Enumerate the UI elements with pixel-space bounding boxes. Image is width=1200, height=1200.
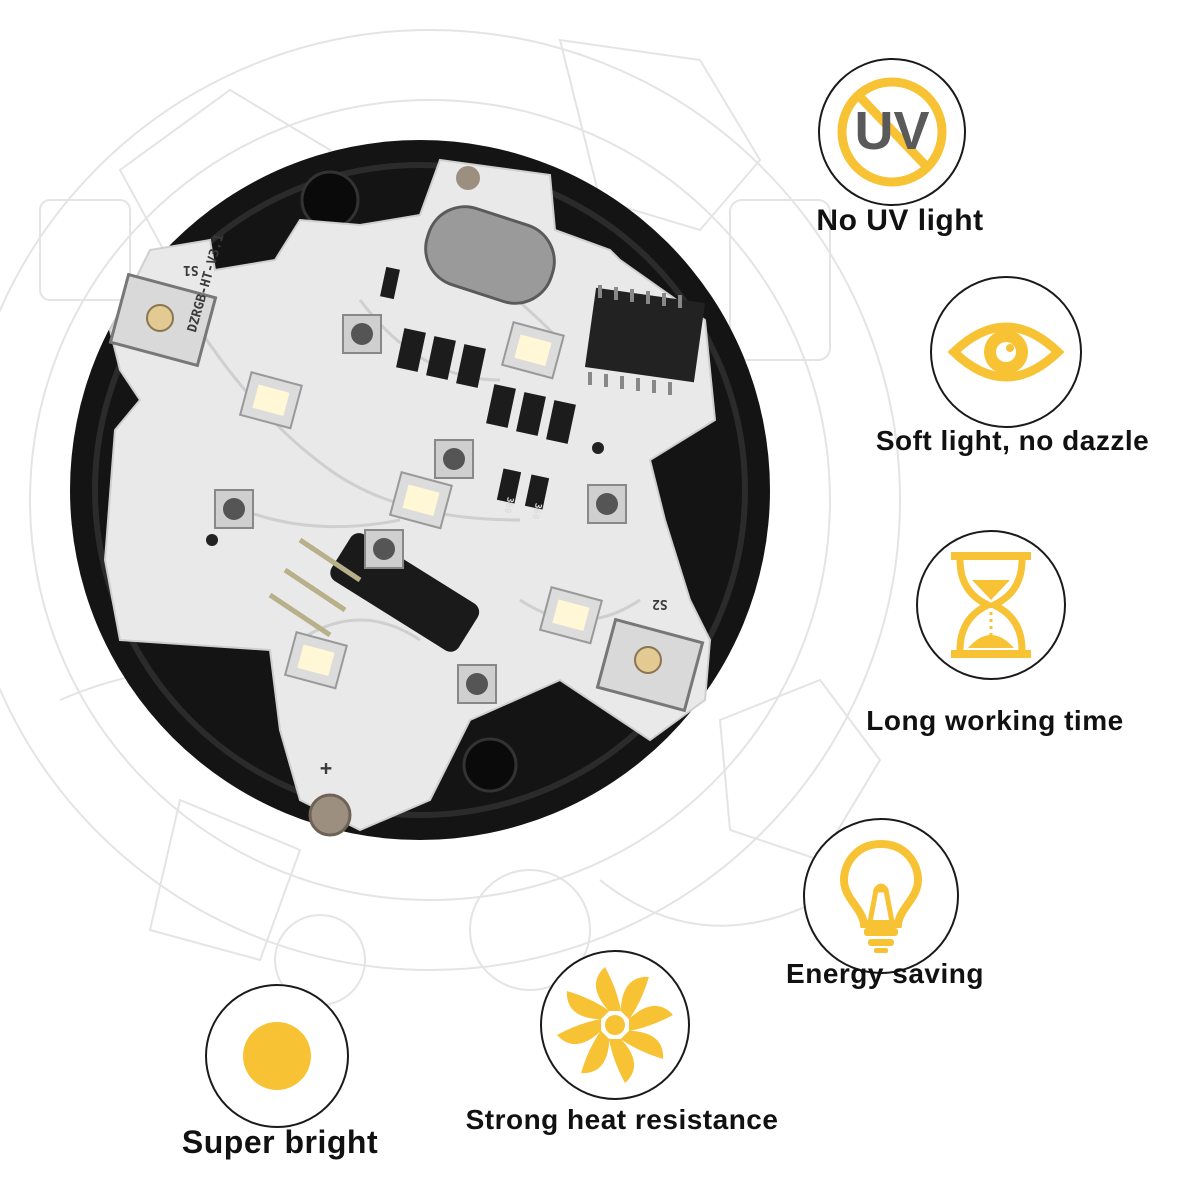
mounting-hole-bottom <box>462 737 518 793</box>
mounting-hole-top <box>300 170 360 230</box>
ic-chip <box>584 287 706 383</box>
no-uv-icon <box>837 77 947 187</box>
no-uv-icon-text: UV <box>854 101 930 161</box>
feature-label-super-bright: Super bright <box>181 1124 379 1160</box>
feature-eye-circle <box>930 276 1082 428</box>
eye-icon <box>947 322 1065 382</box>
heat-fan-icon <box>557 967 673 1083</box>
feature-label-soft-light: Soft light, no dazzle <box>875 425 1150 456</box>
tactile-switch-s1 <box>108 272 218 368</box>
crystal-oscillator <box>424 205 556 305</box>
smd-components <box>380 266 576 510</box>
switch-label-s1: S1 <box>183 262 199 277</box>
hourglass-icon <box>951 552 1031 658</box>
feature-heat-circle <box>540 950 690 1100</box>
rgb-leds <box>214 314 627 704</box>
lightbulb-icon <box>839 839 923 953</box>
solder-point-top <box>456 166 480 190</box>
polarity-mark: + <box>320 756 333 780</box>
feature-bright-circle <box>205 984 349 1128</box>
feature-bulb-circle <box>803 818 959 974</box>
via-hole-right <box>592 442 604 454</box>
feature-label-energy-saving: Energy saving <box>786 958 984 989</box>
housing-inner-ring <box>92 162 748 818</box>
feature-label-no-uv: No UV light <box>816 204 984 237</box>
feature-label-heat-resistance: Strong heat resistance <box>465 1104 779 1135</box>
sun-dot-icon <box>243 1022 311 1090</box>
ir-receiver-leads <box>268 537 362 638</box>
tactile-switch-s2 <box>595 617 705 713</box>
white-leds <box>238 321 603 690</box>
feature-label-long-working: Long working time <box>866 705 1124 736</box>
feature-no-uv-circle: UV <box>818 58 966 206</box>
solder-point-bottom <box>308 793 352 837</box>
switch-label-s2: S2 <box>652 596 668 611</box>
ic-pins <box>588 285 682 395</box>
via-hole-left <box>206 534 218 546</box>
feature-hourglass-circle <box>916 530 1066 680</box>
